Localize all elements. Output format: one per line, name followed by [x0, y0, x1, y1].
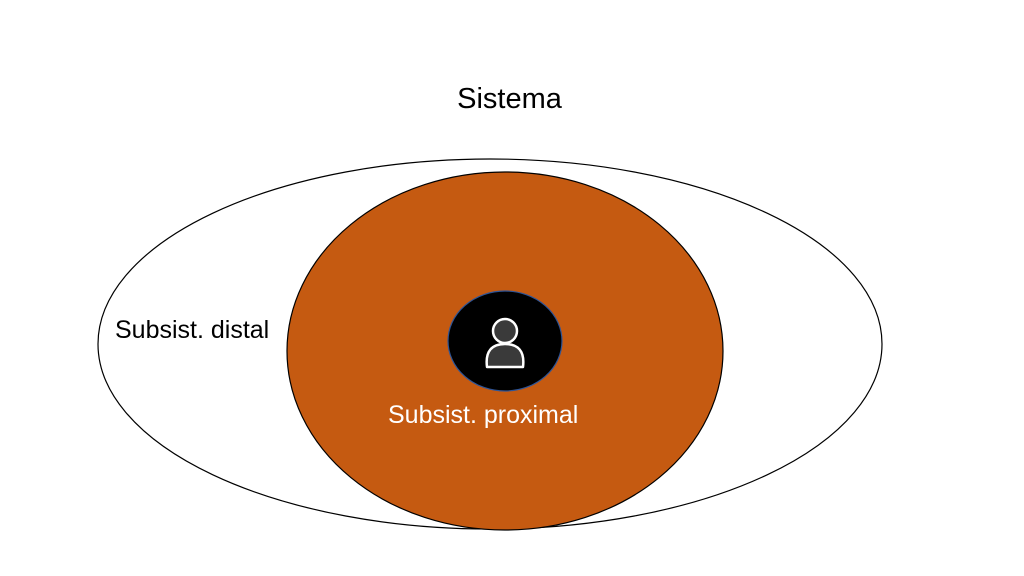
person-icon	[485, 317, 525, 369]
proximal-subsystem-label: Subsist. proximal	[388, 401, 579, 429]
distal-subsystem-label: Subsist. distal	[115, 316, 270, 344]
diagram-title: Sistema	[457, 83, 562, 115]
